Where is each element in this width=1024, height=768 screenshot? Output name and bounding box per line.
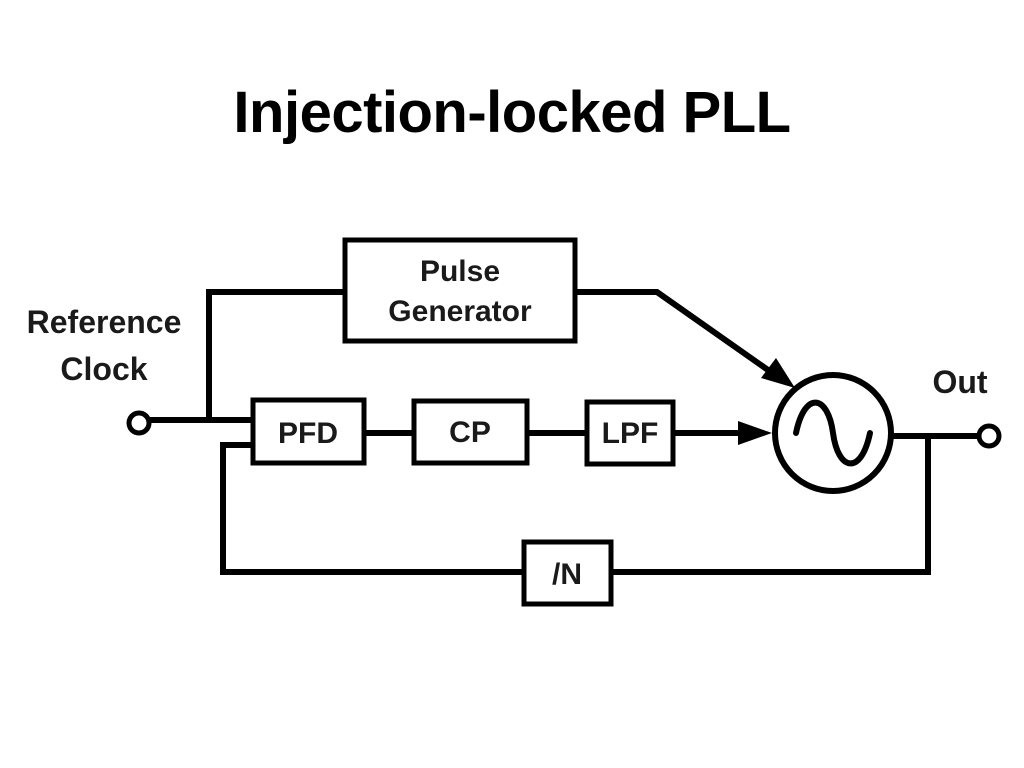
sine-wave-icon [793,399,873,467]
input-label-line2: Clock [60,351,147,387]
cp-label: CP [449,416,491,449]
arrow-lpf-to-oscillator-icon [738,421,772,445]
pulse-generator-label-line1: Pulse [420,255,500,288]
output-terminal-icon [976,423,1002,449]
output-label: Out [932,364,987,400]
input-terminal-icon [126,410,152,436]
wire-feedback-divider-to-pfd [220,442,526,575]
pulse-generator-label-line2: Generator [388,295,532,328]
wire-feedback-output-to-divider [610,433,931,575]
wire-input-to-pulse-generator [206,289,346,423]
pfd-label: PFD [278,417,338,450]
divider-block [521,539,614,607]
wire-pulse-generator-to-oscillator [575,289,773,375]
slide-title: Injection-locked PLL [233,80,791,145]
lpf-label: LPF [602,417,659,450]
arrow-pulse-to-oscillator-icon [761,358,795,388]
input-label-line1: Reference [27,304,182,340]
lpf-block [584,399,676,467]
divider-label: /N [552,558,582,591]
